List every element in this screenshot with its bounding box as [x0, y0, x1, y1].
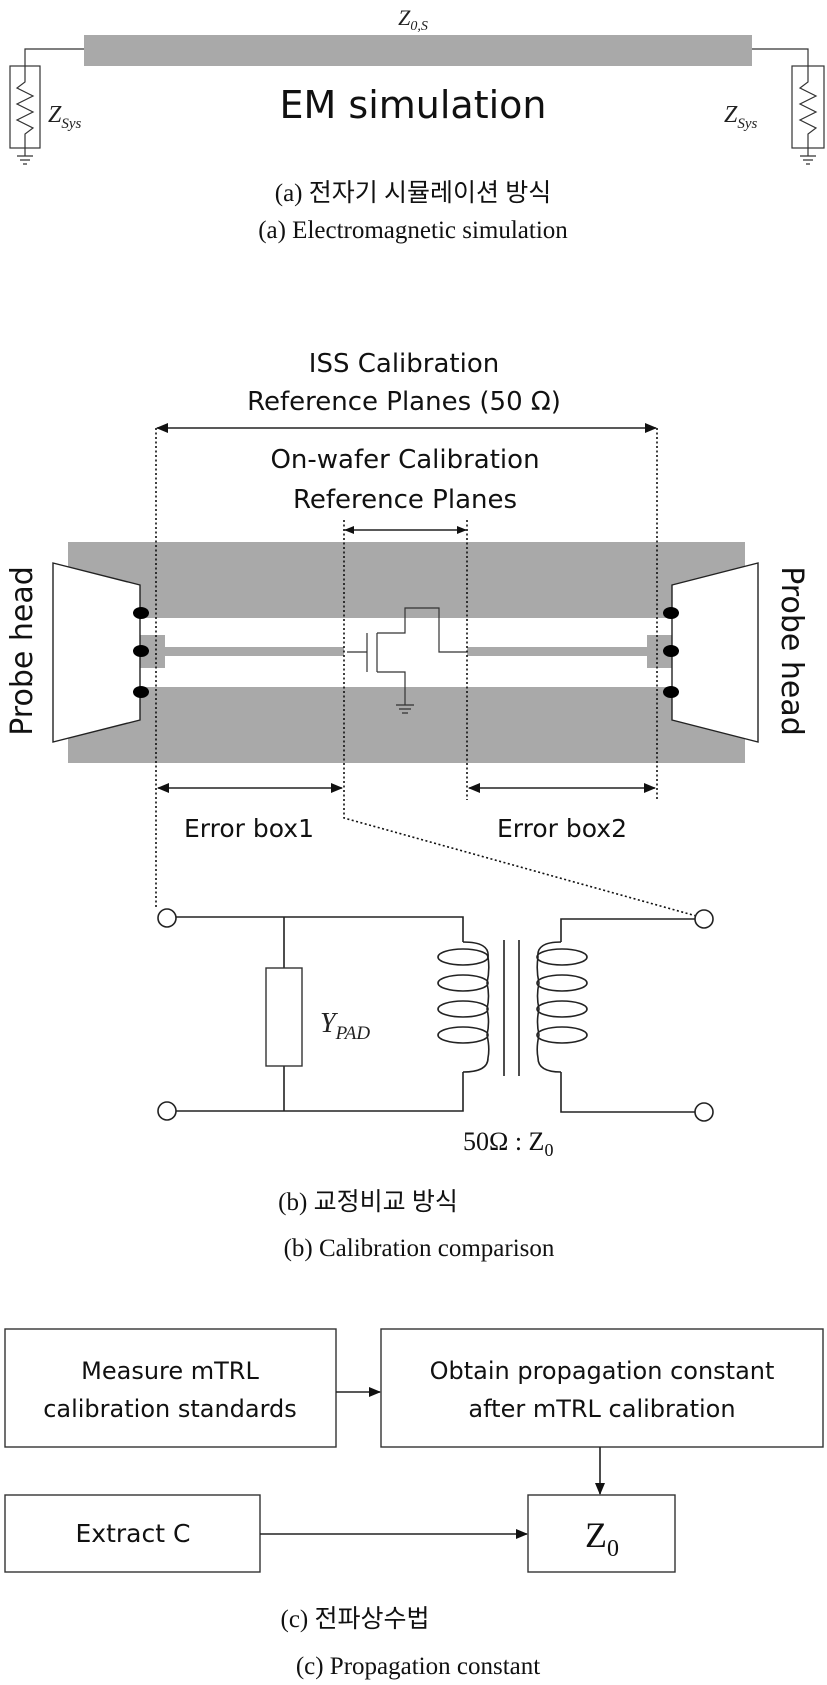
- right-probe-head-label: Probe head: [774, 566, 809, 736]
- obtain-box: [380, 1328, 824, 1448]
- left-signal-line: [165, 647, 344, 656]
- z0-label: Z0: [585, 1515, 619, 1562]
- bottom-ground-band: [68, 687, 745, 763]
- probe-contact: [133, 686, 149, 698]
- right-probe-head: [663, 562, 759, 743]
- error-box1-label: Error box1: [184, 814, 314, 843]
- measure-box-line1: Measure mTRL: [81, 1357, 259, 1385]
- left-load-resistor: [9, 65, 41, 165]
- ground-icon: [800, 148, 816, 165]
- probe-contact: [663, 686, 679, 698]
- line-impedance-label: Z0,S: [398, 5, 428, 34]
- terminal: [157, 1101, 177, 1121]
- z0-box: [527, 1494, 676, 1573]
- top-ground-band: [68, 542, 745, 618]
- transmission-line: [84, 35, 752, 66]
- onwafer-label-line2: Reference Planes: [293, 485, 517, 515]
- panel-b-calibration-comparison: ISS Calibration Reference Planes (50 Ω) …: [5, 349, 809, 1262]
- onwafer-left-plane: [343, 520, 701, 918]
- right-load-label: ZSys: [724, 102, 758, 132]
- extract-box-label: Extract C: [76, 1519, 191, 1548]
- caption-b-korean: (b) 교정비교 방식: [278, 1188, 458, 1216]
- transformer-core: [503, 940, 520, 1076]
- obtain-box-line2: after mTRL calibration: [468, 1395, 735, 1423]
- iss-label-line1: ISS Calibration: [309, 349, 499, 379]
- right-signal-line: [467, 647, 647, 656]
- terminal: [694, 909, 714, 929]
- probe-contact: [663, 645, 679, 657]
- right-load-resistor: [791, 65, 825, 165]
- panel-a-em-simulation: Z0,S ZSys ZSys EM simulation (a) 전자기 시뮬레…: [9, 5, 825, 244]
- terminal: [157, 908, 177, 928]
- ypad-admittance: [265, 967, 303, 1067]
- measure-box: [4, 1328, 337, 1448]
- equivalent-circuit: YPAD 50Ω : Z0: [157, 908, 714, 1160]
- extract-box: [4, 1494, 261, 1573]
- ground-icon: [396, 704, 414, 714]
- primary-coil: [437, 941, 490, 1073]
- ground-icon: [17, 148, 33, 165]
- left-probe-head-label: Probe head: [5, 566, 40, 736]
- ypad-label: YPAD: [320, 1008, 370, 1044]
- left-load-label: ZSys: [48, 102, 82, 132]
- measure-box-line2: calibration standards: [43, 1395, 297, 1423]
- em-simulation-label: EM simulation: [280, 83, 547, 127]
- probe-contact: [133, 607, 149, 619]
- caption-b-english: (b) Calibration comparison: [284, 1235, 555, 1262]
- error-box2-label: Error box2: [497, 814, 627, 843]
- caption-a-korean: (a) 전자기 시뮬레이션 방식: [275, 179, 552, 207]
- caption-c-english: (c) Propagation constant: [296, 1653, 540, 1680]
- terminal: [694, 1102, 714, 1122]
- caption-a-english: (a) Electromagnetic simulation: [258, 217, 568, 244]
- secondary-coil: [536, 941, 588, 1073]
- left-probe-head: [52, 562, 149, 743]
- probe-contact: [133, 645, 149, 657]
- feed-wires: [24, 48, 809, 66]
- onwafer-label-line1: On-wafer Calibration: [270, 445, 539, 475]
- iss-label-line2: Reference Planes (50 Ω): [247, 387, 561, 417]
- transistor-icon: [347, 607, 467, 714]
- transformer-ratio-label: 50Ω : Z0: [463, 1127, 553, 1160]
- obtain-box-line1: Obtain propagation constant: [430, 1357, 775, 1385]
- caption-c-korean: (c) 전파상수법: [281, 1605, 430, 1633]
- probe-contact: [663, 607, 679, 619]
- panel-c-propagation-constant: Measure mTRL calibration standards Obtai…: [4, 1328, 824, 1680]
